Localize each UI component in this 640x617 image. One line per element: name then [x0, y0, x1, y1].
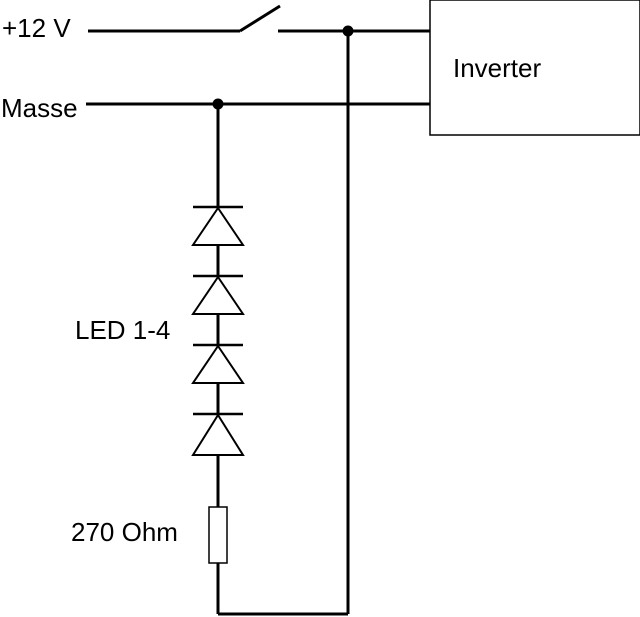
supply-label: +12 V	[2, 13, 71, 43]
led-1	[191, 205, 245, 276]
resistor-label: 270 Ohm	[71, 517, 178, 547]
resistor-symbol	[208, 506, 228, 564]
led-3	[191, 343, 245, 414]
led-label: LED 1-4	[75, 315, 170, 345]
led-2	[191, 274, 245, 345]
switch-lever	[239, 4, 281, 33]
inverter-box	[429, 0, 640, 136]
inverter-label: Inverter	[453, 53, 541, 83]
junction-dot-ground	[212, 98, 224, 110]
ground-label: Masse	[1, 93, 78, 123]
led-4	[191, 412, 245, 456]
junction-dot-supply	[342, 25, 354, 37]
